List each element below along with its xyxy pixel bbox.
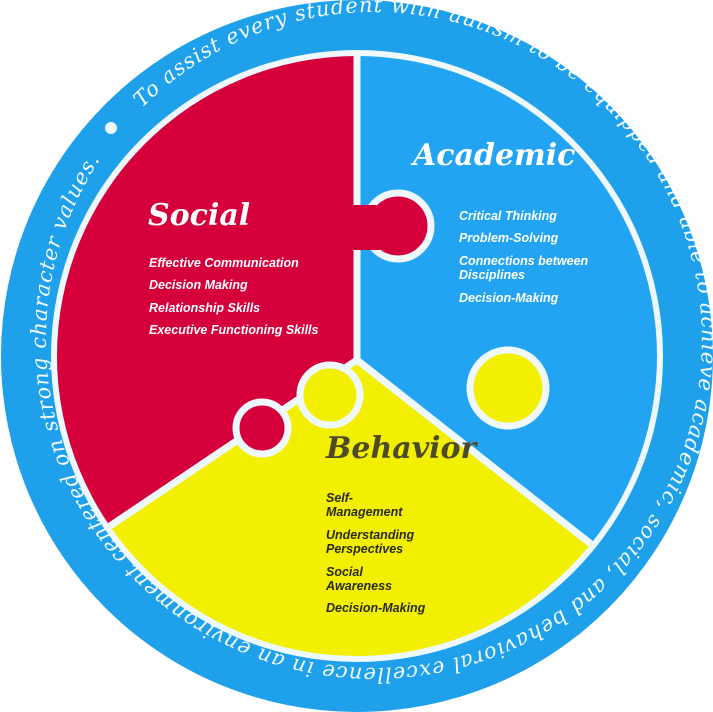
- social-lower-knob: [232, 398, 292, 458]
- academic-item: Decision-Making: [459, 290, 559, 305]
- academic-item: Problem-Solving: [459, 231, 559, 246]
- academic-item: Connections between Disciplines: [459, 253, 589, 283]
- ring-dot: [105, 122, 117, 134]
- academic-items: Critical Thinking Problem-Solving Connec…: [459, 209, 599, 313]
- social-title: Social: [148, 198, 251, 233]
- behavior-center-knob: [296, 361, 364, 429]
- behavior-item: Decision-Making: [326, 601, 426, 616]
- social-item: Relationship Skills: [149, 300, 261, 315]
- social-item: Decision Making: [149, 278, 248, 293]
- behavior-item: Social Awareness: [326, 564, 393, 593]
- behavior-item: Self-Management: [326, 491, 403, 520]
- social-items: Effective Communication Decision Making …: [149, 256, 318, 346]
- behavior-knob: [466, 346, 550, 430]
- behavior-item: Understanding Perspectives: [326, 527, 415, 557]
- social-item: Executive Functioning Skills: [149, 323, 319, 338]
- behavior-title: Behavior: [326, 431, 477, 466]
- social-item: Effective Communication: [149, 256, 299, 270]
- behavior-items: Self-Management Understanding Perspectiv…: [326, 491, 426, 624]
- academic-item: Critical Thinking: [459, 209, 557, 223]
- academic-title: Academic: [413, 138, 576, 173]
